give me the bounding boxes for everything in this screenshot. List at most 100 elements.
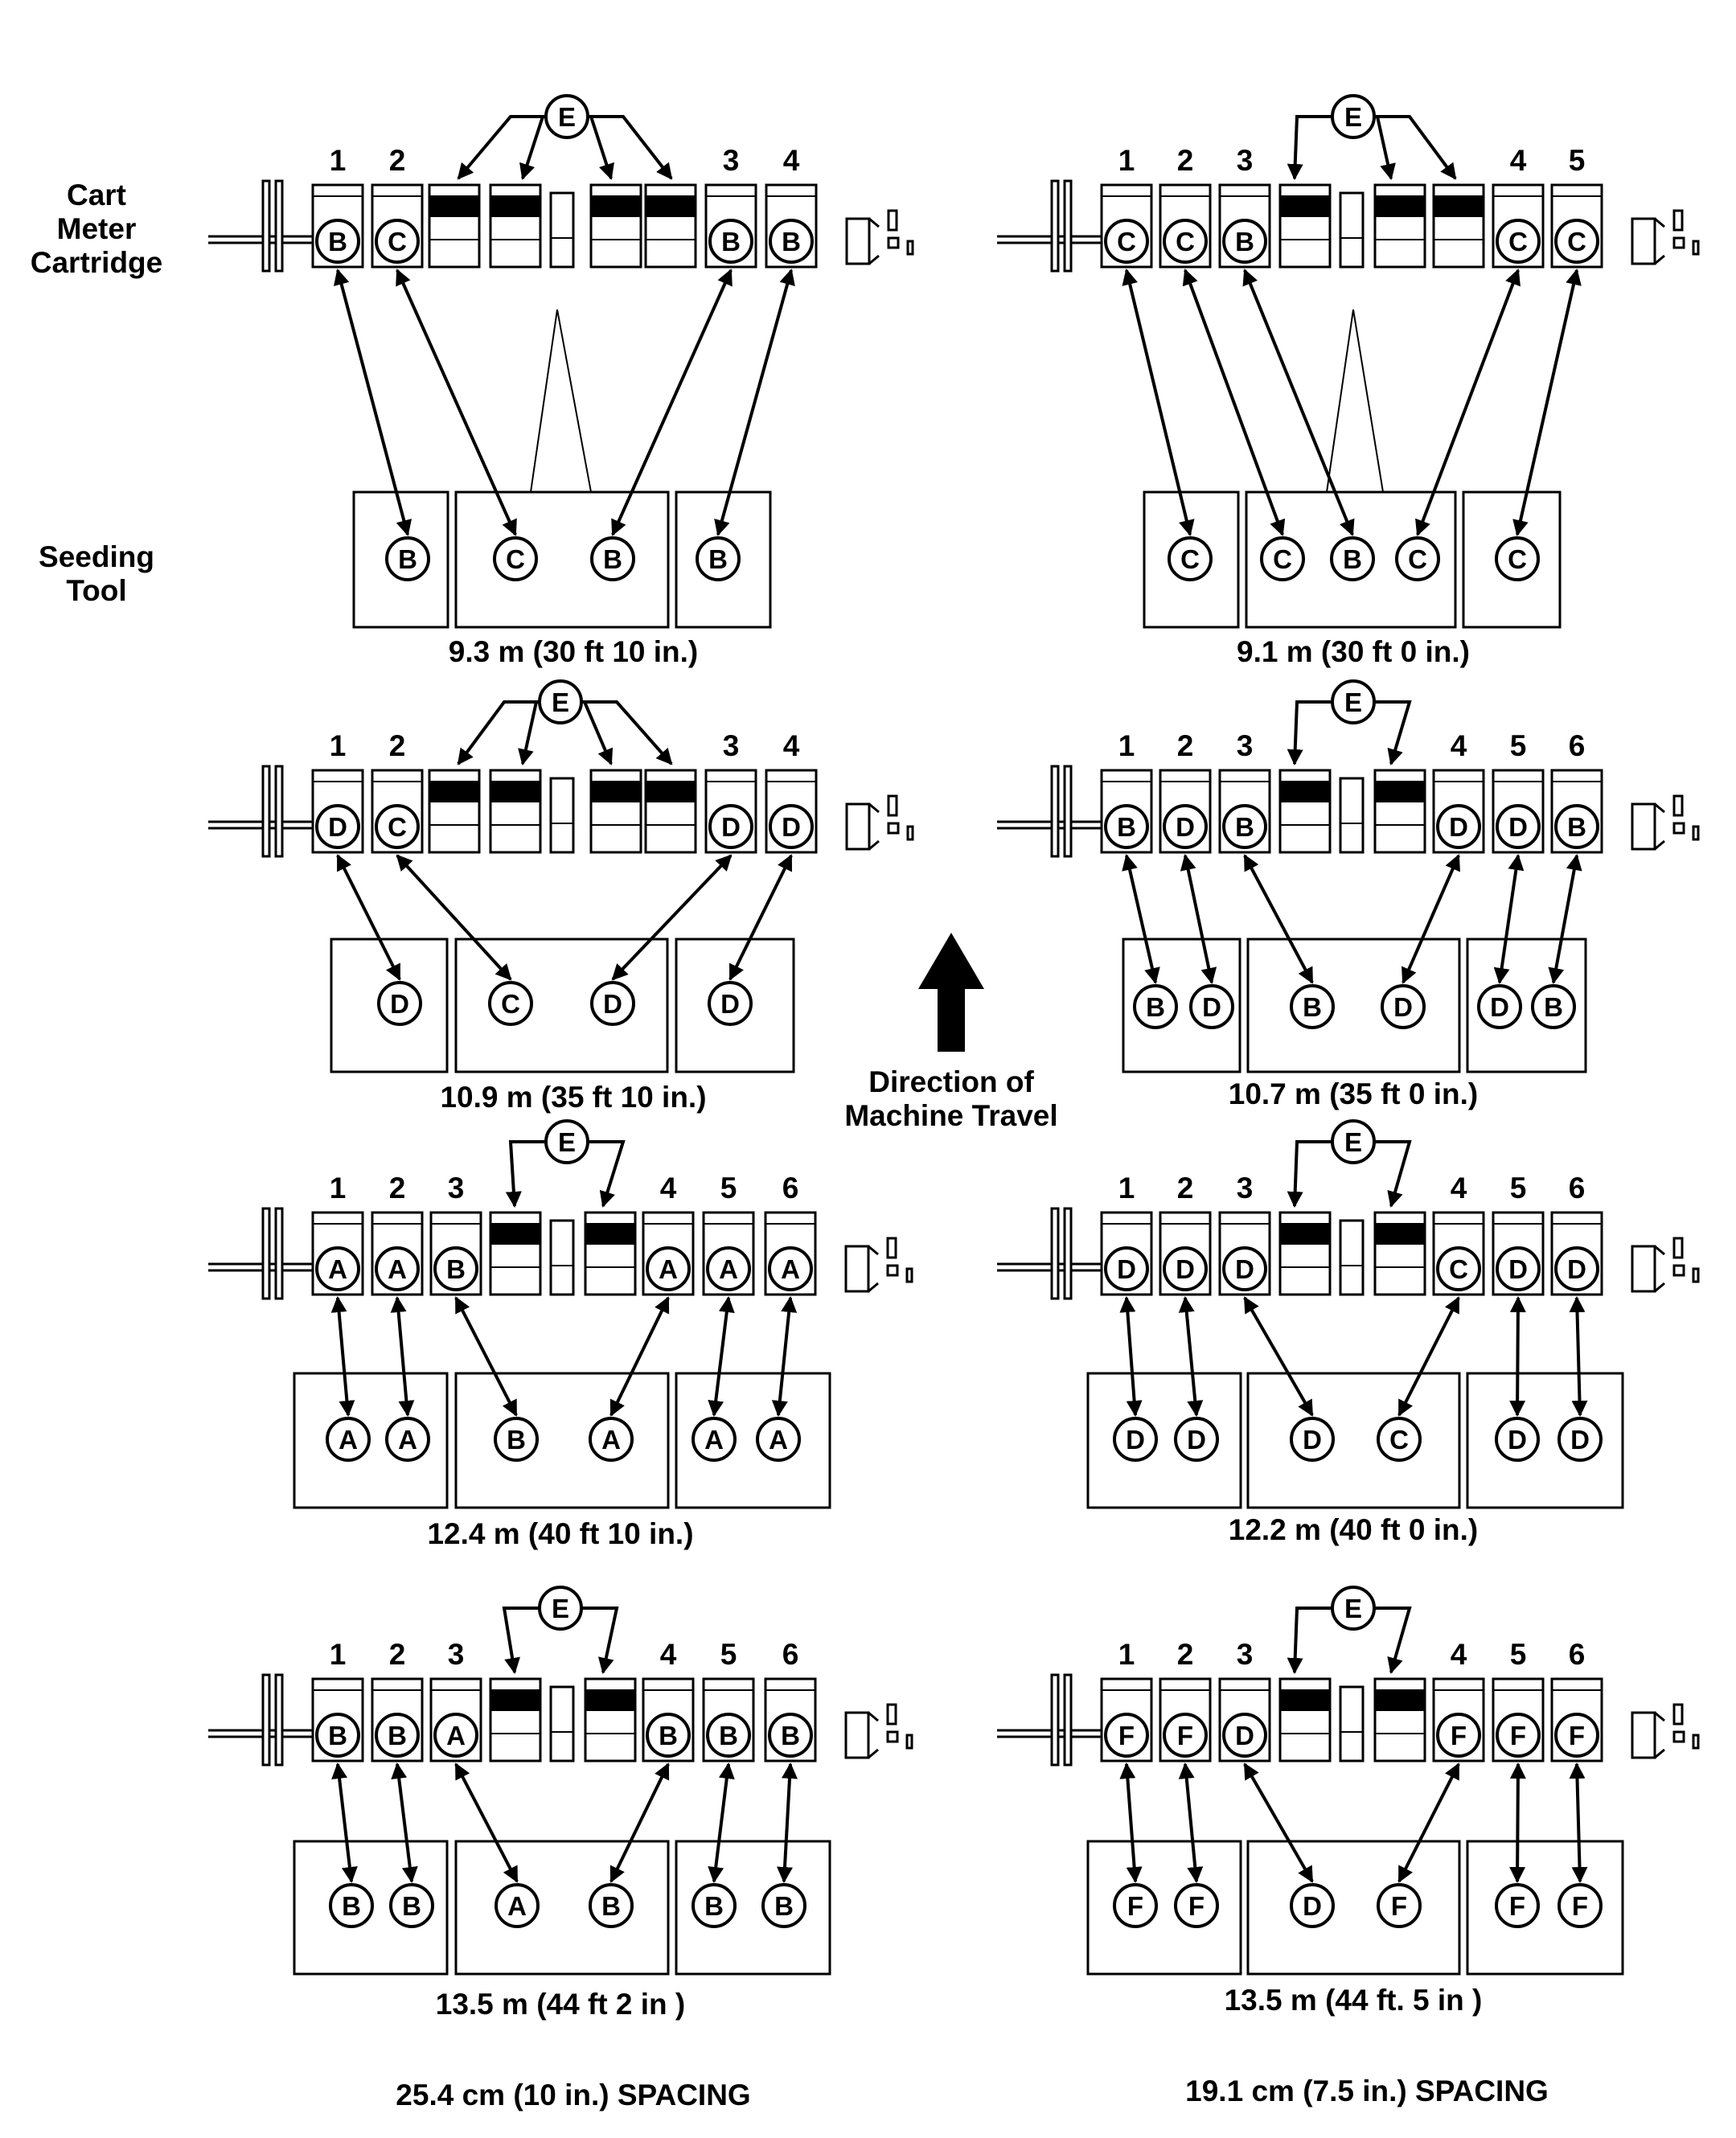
width-caption: 13.5 m (44 ft. 5 in ) xyxy=(1225,1984,1483,2017)
tool-circle: C xyxy=(1395,536,1440,581)
tool-circle: C xyxy=(488,981,533,1026)
svg-text:E: E xyxy=(1344,102,1362,132)
cartridge-number: 6 xyxy=(1569,729,1586,762)
e-leader-line xyxy=(1374,115,1396,180)
e-leader-line xyxy=(1287,700,1332,765)
svg-text:D: D xyxy=(1393,992,1413,1022)
connection-arrow xyxy=(714,269,795,536)
e-leader-line xyxy=(518,700,540,765)
connection-arrow xyxy=(396,854,512,981)
e-leader-line xyxy=(457,115,546,180)
e-callout-circle: E xyxy=(1331,94,1376,139)
connection-arrow xyxy=(1178,1296,1204,1417)
svg-text:B: B xyxy=(328,227,347,256)
seeding-tool-box xyxy=(1246,938,1461,1073)
svg-text:A: A xyxy=(659,1254,678,1284)
tool-circle: D xyxy=(590,981,635,1026)
tool-circle: B xyxy=(494,1417,539,1462)
svg-text:D: D xyxy=(1235,1254,1254,1284)
svg-text:D: D xyxy=(1176,812,1195,842)
width-caption: 13.5 m (44 ft 2 in ) xyxy=(436,1988,686,2021)
connection-arrow xyxy=(1402,854,1460,984)
connection-arrow xyxy=(330,1296,355,1417)
cartridge-circle: B xyxy=(375,1713,420,1758)
e-leader-line xyxy=(581,700,673,765)
svg-text:A: A xyxy=(601,1425,621,1455)
e-callout-circle: E xyxy=(1331,1586,1376,1631)
cartridge-circle: B xyxy=(315,1713,360,1758)
svg-text:F: F xyxy=(1188,1891,1205,1921)
e-leader-line xyxy=(519,115,546,180)
connection-arrow xyxy=(1178,1763,1204,1883)
cartridge-circle: F xyxy=(1496,1713,1541,1758)
tool-circle: A xyxy=(589,1417,634,1462)
connection-arrow xyxy=(728,854,793,981)
tool-circle: F xyxy=(1113,1883,1158,1928)
tool-circle: C xyxy=(1495,536,1540,581)
seeding-tool-box xyxy=(454,1840,670,1976)
svg-text:C: C xyxy=(1117,227,1136,256)
connection-arrow xyxy=(1415,269,1521,536)
tool-circle: B xyxy=(1330,536,1375,581)
connection-arrow xyxy=(396,269,517,536)
svg-text:F: F xyxy=(1118,1721,1135,1750)
width-caption: 12.2 m (40 ft 0 in.) xyxy=(1229,1513,1479,1546)
svg-text:D: D xyxy=(1176,1254,1195,1284)
svg-text:A: A xyxy=(507,1891,527,1921)
svg-text:B: B xyxy=(601,1891,621,1921)
direction-arrow-icon xyxy=(918,933,984,1052)
svg-text:F: F xyxy=(1569,1721,1585,1750)
tool-circle: D xyxy=(1381,984,1426,1029)
connection-arrow xyxy=(1397,1763,1460,1883)
cart-meter-cartridge-label: Cart Meter Cartridge xyxy=(30,179,163,279)
svg-text:F: F xyxy=(1127,1891,1143,1921)
cartridge-number: 3 xyxy=(1237,144,1254,177)
cartridge-circle: D xyxy=(1163,804,1208,849)
svg-text:C: C xyxy=(388,227,407,256)
e-leader-line xyxy=(1374,1140,1412,1208)
svg-text:C: C xyxy=(1389,1425,1409,1455)
cartridge-number: 2 xyxy=(1177,1172,1194,1204)
cartridge-circle: F xyxy=(1436,1713,1481,1758)
tool-circle: A xyxy=(326,1417,371,1462)
connection-arrow xyxy=(1119,1763,1143,1883)
tool-circle: D xyxy=(1174,1417,1219,1462)
cartridge-number: 2 xyxy=(1177,729,1194,762)
cartridge-circle: A xyxy=(646,1246,691,1291)
svg-text:C: C xyxy=(1508,544,1527,574)
cartridge-number: 1 xyxy=(1118,729,1135,762)
svg-text:C: C xyxy=(1449,1254,1468,1284)
width-caption: 9.3 m (30 ft 10 in.) xyxy=(449,635,699,668)
connection-arrow xyxy=(1122,269,1195,536)
svg-text:B: B xyxy=(603,544,622,574)
tool-circle: C xyxy=(1377,1417,1422,1462)
cartridge-number: 1 xyxy=(330,1172,347,1204)
svg-text:B: B xyxy=(708,544,728,574)
cartridge-number: 2 xyxy=(389,1638,406,1671)
cartridge-number: 1 xyxy=(1118,144,1135,177)
cartridge-circle: C xyxy=(375,804,420,849)
tool-circle: F xyxy=(1174,1883,1219,1928)
cartridge-number: 4 xyxy=(783,144,800,177)
svg-text:E: E xyxy=(1344,1127,1362,1157)
cartridge-number: 2 xyxy=(389,729,406,762)
svg-text:A: A xyxy=(781,1254,800,1284)
e-leader-line xyxy=(1374,1607,1412,1674)
cartridge-number: 5 xyxy=(1510,1172,1527,1204)
svg-text:B: B xyxy=(398,544,417,574)
cartridge-circle: B xyxy=(1222,219,1267,264)
connection-arrow xyxy=(1243,854,1314,984)
cartridge-number: 3 xyxy=(723,144,740,177)
tool-circle: D xyxy=(708,981,753,1026)
tool-circle: D xyxy=(1189,984,1234,1029)
svg-text:B: B xyxy=(1235,812,1254,842)
svg-text:D: D xyxy=(1303,1425,1322,1455)
seeding-tool-box xyxy=(454,1372,670,1509)
tool-circle: D xyxy=(377,981,422,1026)
tool-circle: F xyxy=(1557,1883,1603,1928)
tool-circle: A xyxy=(385,1417,430,1462)
svg-text:B: B xyxy=(1303,992,1322,1022)
